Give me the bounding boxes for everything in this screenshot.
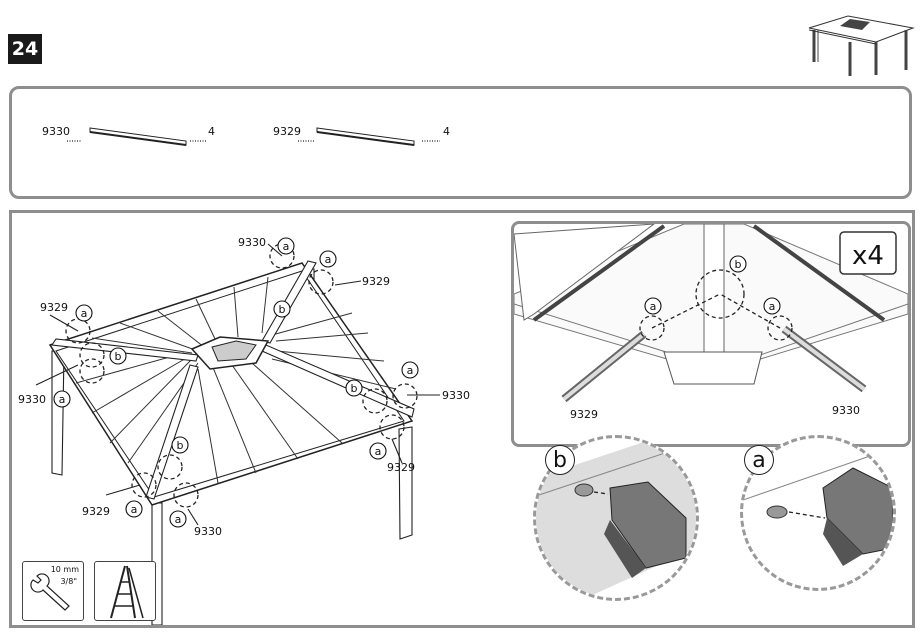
ladder-icon (110, 565, 144, 619)
zoom-detail-b (533, 435, 699, 601)
part-code: 9330 (42, 125, 70, 138)
gazebo-roof-diagram: 9330 9329 9329 9330 9330 9329 9329 9330 … (18, 236, 470, 625)
callout-a: a (650, 300, 657, 313)
part-code: 9329 (273, 125, 301, 138)
part-label: 9329 (387, 461, 415, 474)
callout-a: a a a a a a a a (53, 237, 419, 528)
callout-b: b b b b (109, 300, 363, 454)
multiplier-text: x4 (852, 241, 884, 271)
part-label: 9329 (40, 301, 68, 314)
svg-text:b: b (279, 303, 286, 316)
detail-inset: b a a 9329 9330 x4 (511, 221, 911, 447)
zoom-label-a: a (744, 445, 774, 475)
detail-part-label: 9330 (832, 404, 860, 417)
detail-part-label: 9329 (570, 408, 598, 421)
part-qty: 4 (443, 125, 450, 138)
svg-text:a: a (375, 445, 382, 458)
step-number: 24 (8, 34, 42, 64)
callout-a: a (769, 300, 776, 313)
svg-text:a: a (325, 253, 332, 266)
part-item-9330: 9330 4 (42, 125, 215, 146)
svg-text:b: b (177, 439, 184, 452)
wrench-size-imperial: 3/8" (60, 577, 77, 586)
part-label: 9330 (442, 389, 470, 402)
part-qty: 4 (208, 125, 215, 138)
parts-list-panel: 9330 4 9329 4 (9, 86, 912, 199)
svg-text:a: a (283, 240, 290, 253)
multiplier-badge (839, 231, 897, 275)
part-label: 9329 (82, 505, 110, 518)
part-label: 9330 (238, 236, 266, 249)
svg-text:b: b (115, 350, 122, 363)
gazebo-thumbnail (808, 15, 915, 76)
svg-text:a: a (407, 364, 414, 377)
svg-text:a: a (175, 513, 182, 526)
wrench-icon (30, 573, 70, 611)
part-label: 9330 (18, 393, 46, 406)
part-label: 9330 (194, 525, 222, 538)
svg-text:b: b (351, 382, 358, 395)
svg-text:a: a (81, 307, 88, 320)
callout-b: b (735, 258, 742, 271)
wrench-size-metric: 10 mm (50, 565, 79, 574)
diagonal-beams (51, 260, 415, 500)
part-item-9329: 9329 4 (273, 125, 450, 146)
assembly-panel: 9330 9329 9329 9330 9330 9329 9329 9330 … (9, 210, 915, 628)
zoom-label-b: b (545, 445, 575, 475)
wrench-tool-box: 10 mm 3/8" (22, 561, 84, 621)
svg-text:a: a (59, 393, 66, 406)
part-label: 9329 (362, 275, 390, 288)
ladder-tool-box (94, 561, 156, 621)
svg-text:a: a (131, 503, 138, 516)
